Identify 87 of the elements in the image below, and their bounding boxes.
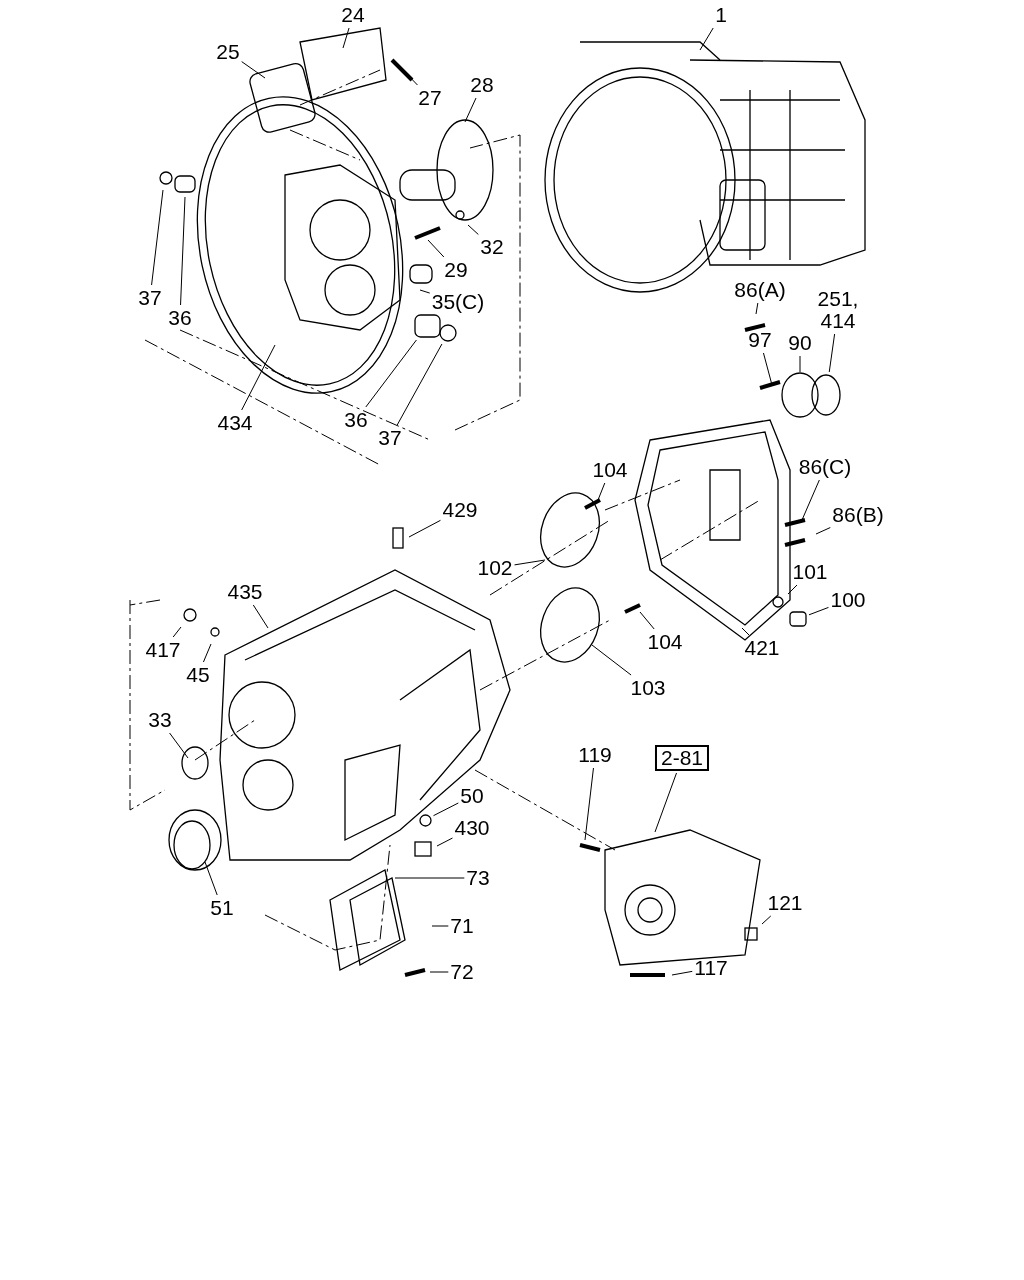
leader-line [436,837,453,847]
callout-number: 101 [792,561,828,583]
callout-number: 90 [788,332,812,354]
callout-number: 35(C) [431,291,485,313]
callout-number: 430 [454,817,490,839]
leader-line [654,772,678,833]
leader-line [151,189,164,286]
leader-line [252,604,269,629]
callout-number: 417 [145,639,181,661]
leader-line [741,627,750,636]
callout-number: 104 [647,631,683,653]
leader-line [396,343,443,426]
leader-line [467,224,479,235]
washer [418,813,432,827]
callout-number: 102 [477,557,513,579]
callout-number: 73 [466,867,490,889]
callout-number: 45 [186,664,210,686]
leader-line [799,355,801,373]
leader-line [699,27,714,51]
leader-line [787,584,798,595]
callout-number: 51 [210,897,234,919]
callout-number: 100 [830,589,866,611]
callout-number: 37 [138,287,162,309]
leader-line [202,643,212,663]
callout-number: 104 [592,459,628,481]
callout-number: 121 [767,892,803,914]
callout-number: 32 [480,236,504,258]
leader-line [464,97,477,123]
reference-box: 2-81 [655,745,709,771]
callout-number: 24 [341,4,365,26]
leader-line [241,344,276,411]
leader-line [671,970,693,976]
leader-line [584,767,594,841]
callout-number: 251, 414 [814,288,862,332]
leader-line [815,527,831,535]
callout-number: 117 [694,957,728,979]
callout-number: 29 [444,259,468,281]
callout-number: 1 [715,4,727,26]
leader-line [429,971,449,973]
leader-line [342,27,350,49]
callout-number: 36 [344,409,368,431]
leader-line [169,732,189,759]
callout-number: 36 [168,307,192,329]
callout-number: 86(B) [832,504,884,526]
callout-number: 25 [216,41,240,63]
leader-line [762,352,773,386]
leader-line [597,482,606,501]
callout-number: 86(C) [798,456,852,478]
callout-number: 50 [460,785,484,807]
leader-line [427,239,445,258]
leader-line [419,289,431,294]
callout-number: 421 [744,637,780,659]
callout-number: 71 [450,915,474,937]
leader-line [801,479,820,521]
leader-line [180,196,186,306]
leader-line [241,61,266,79]
callout-number: 27 [418,87,442,109]
callout-number: 434 [217,412,253,434]
leader-line [408,519,441,538]
leader-line [172,626,182,638]
seal-ring [811,374,841,416]
bushing [413,314,441,338]
leader-line [394,877,465,879]
leader-line [591,644,632,676]
callout-number: 97 [748,329,772,351]
leader-line [761,915,772,925]
leader-line [402,69,418,86]
callout-number: 103 [630,677,666,699]
drain-plug [789,611,807,627]
callout-number: 28 [470,74,494,96]
callout-number: 86(A) [734,279,786,301]
leader-line [365,339,417,408]
callout-number: 119 [578,744,612,766]
leader-line [204,861,218,896]
leader-line [808,606,829,616]
callout-number: 37 [378,427,402,449]
leader-line [755,302,759,315]
leader-line [828,333,836,373]
washer [439,324,457,342]
leader-line [514,559,546,566]
callout-number: 72 [450,961,474,983]
leader-line [433,802,459,817]
leader-line [639,611,655,630]
callout-number: 429 [442,499,478,521]
leader-line [431,925,449,927]
callout-number: 435 [227,581,263,603]
callout-number: 33 [148,709,172,731]
